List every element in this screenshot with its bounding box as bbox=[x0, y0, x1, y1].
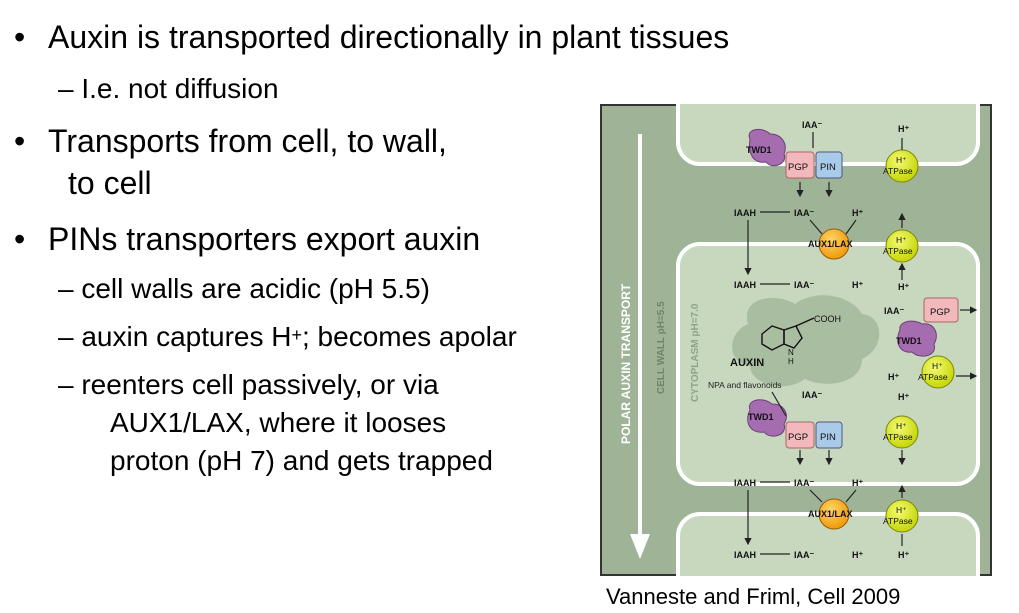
inhibit-npa bbox=[771, 391, 787, 417]
iaa-row2: IAA⁻ bbox=[794, 478, 814, 488]
pgp-bottom-label: PGP bbox=[788, 432, 808, 443]
arrow-iaa-down-1 bbox=[809, 219, 823, 235]
iaah-cyto-row1: IAAH bbox=[734, 280, 756, 290]
bullet-3-sub-1: – cell walls are acidic (pH 5.5) bbox=[58, 273, 430, 304]
pgp-right-label: PGP bbox=[930, 307, 950, 318]
pgp-bottom bbox=[785, 421, 815, 449]
pgp-right bbox=[923, 297, 959, 323]
h-row1: H⁺ bbox=[852, 208, 863, 218]
pin-top-label: PIN bbox=[820, 162, 836, 173]
iaa-row1: IAA⁻ bbox=[794, 208, 814, 218]
bullet-3-sub-3-line-2: AUX1/LAX, where it looses bbox=[110, 407, 447, 438]
polar-auxin-transport-figure: POLAR AUXIN TRANSPORT CELL WALL pH=5.5 C… bbox=[600, 72, 992, 606]
h-lower-1: H⁺ bbox=[852, 550, 863, 560]
atpase-lower-label: ATPase bbox=[883, 516, 913, 526]
atpase-right bbox=[921, 355, 955, 389]
iaa-middle-bottom: IAA⁻ bbox=[802, 390, 822, 400]
npa-label: NPA and flavonoids bbox=[708, 380, 782, 390]
atpase-top-h: H⁺ bbox=[896, 155, 907, 165]
aux1lax-lower bbox=[818, 498, 850, 530]
atpase-middle-bottom-label: ATPase bbox=[883, 432, 913, 442]
iaa-right: IAA⁻ bbox=[884, 306, 904, 316]
bullet-1: Auxin is transported directionally in pl… bbox=[48, 19, 730, 55]
atpase-middle-top-h: H⁺ bbox=[896, 235, 907, 245]
h-top-label: H⁺ bbox=[898, 124, 909, 134]
iaah-row2: IAAH bbox=[734, 478, 756, 488]
bullet-3-sub-3-line-3: proton (pH 7) and gets trapped bbox=[110, 445, 493, 476]
iaa-top-label: IAA⁻ bbox=[802, 120, 822, 130]
polar-transport-arrowhead bbox=[630, 534, 650, 559]
cytoplasm-cloud bbox=[732, 295, 880, 387]
bullet-3-sub-2: – auxin captures H+; becomes apolar bbox=[58, 320, 517, 354]
bullet-3-sub-2-sup: + bbox=[291, 325, 302, 345]
iaa-cyto-row1: IAA⁻ bbox=[794, 280, 814, 290]
auxin-molecule bbox=[761, 317, 815, 351]
arrow-h-down-1 bbox=[845, 219, 857, 235]
cytoplasm-label: CYTOPLASM pH=7.0 bbox=[690, 303, 701, 402]
polar-transport-label: POLAR AUXIN TRANSPORT bbox=[619, 283, 633, 444]
pin-top bbox=[815, 151, 843, 179]
atpase-right-label: ATPase bbox=[918, 372, 948, 382]
twd1-top-label: TWD1 bbox=[746, 145, 772, 155]
aux1lax-middle-top-label: AUX1/LAX bbox=[808, 239, 853, 249]
figure-svg: POLAR AUXIN TRANSPORT CELL WALL pH=5.5 C… bbox=[600, 72, 992, 606]
h-lower-2: H⁺ bbox=[898, 550, 909, 560]
bullet-3-sub-2-pre: – auxin captures H bbox=[58, 321, 292, 352]
aux1lax-lower-label: AUX1/LAX bbox=[808, 509, 853, 519]
twd1-bottom-label: TWD1 bbox=[748, 412, 774, 422]
atpase-right-h: H⁺ bbox=[932, 361, 943, 371]
atpase-top-label: ATPase bbox=[883, 166, 913, 176]
atpase-middle-top-label: ATPase bbox=[883, 246, 913, 256]
bullet-1-sub-1: – I.e. not diffusion bbox=[58, 73, 279, 104]
pgp-top-label: PGP bbox=[788, 162, 808, 173]
atpase-middle-bottom-h: H⁺ bbox=[896, 421, 907, 431]
h-cyto-row1: H⁺ bbox=[852, 280, 863, 290]
auxin-label: AUXIN bbox=[730, 357, 764, 369]
bullet-2-line-1: Transports from cell, to wall, bbox=[48, 123, 447, 159]
pgp-top bbox=[785, 151, 815, 179]
iaa-lower: IAA⁻ bbox=[794, 550, 814, 560]
bullet-2-line-2: to cell bbox=[68, 165, 152, 201]
h-middle-top: H⁺ bbox=[898, 282, 909, 292]
pin-bottom-label: PIN bbox=[820, 432, 836, 443]
atpase-middle-bottom bbox=[885, 415, 919, 449]
atpase-lower-h: H⁺ bbox=[896, 505, 907, 515]
h-middle-bottom-top: H⁺ bbox=[898, 392, 909, 402]
bullet-dot-2: • bbox=[14, 123, 26, 159]
atpase-lower bbox=[885, 499, 919, 533]
bullet-3-sub-2-post: ; becomes apolar bbox=[301, 321, 517, 352]
cell-wall-label: CELL WALL pH=5.5 bbox=[656, 301, 667, 394]
bullet-dot-1: • bbox=[14, 19, 26, 55]
h-row2: H⁺ bbox=[852, 478, 863, 488]
atpase-middle-top bbox=[885, 229, 919, 263]
bullet-3: PINs transporters export auxin bbox=[48, 221, 481, 257]
nh-label-h: H bbox=[788, 357, 794, 366]
cooh-label: COOH bbox=[814, 314, 841, 324]
figure-caption: Vanneste and Friml, Cell 2009 bbox=[606, 584, 901, 609]
iaah-row1: IAAH bbox=[734, 208, 756, 218]
arrow-h-down-2 bbox=[845, 489, 857, 503]
bullet-3-sub-3-line-1: – reenters cell passively, or via bbox=[58, 369, 439, 400]
arrow-iaa-down-2 bbox=[809, 489, 823, 503]
aux1lax-middle-top bbox=[818, 228, 850, 260]
pin-bottom bbox=[815, 421, 843, 449]
twd1-top-shape bbox=[748, 128, 786, 167]
twd1-right-label: TWD1 bbox=[896, 336, 922, 346]
nh-label: N bbox=[788, 348, 794, 357]
h-right: H⁺ bbox=[888, 372, 899, 382]
twd1-right-shape bbox=[897, 320, 937, 357]
iaah-lower: IAAH bbox=[734, 550, 756, 560]
bullet-dot-3: • bbox=[14, 221, 26, 257]
twd1-bottom-shape bbox=[747, 399, 787, 437]
